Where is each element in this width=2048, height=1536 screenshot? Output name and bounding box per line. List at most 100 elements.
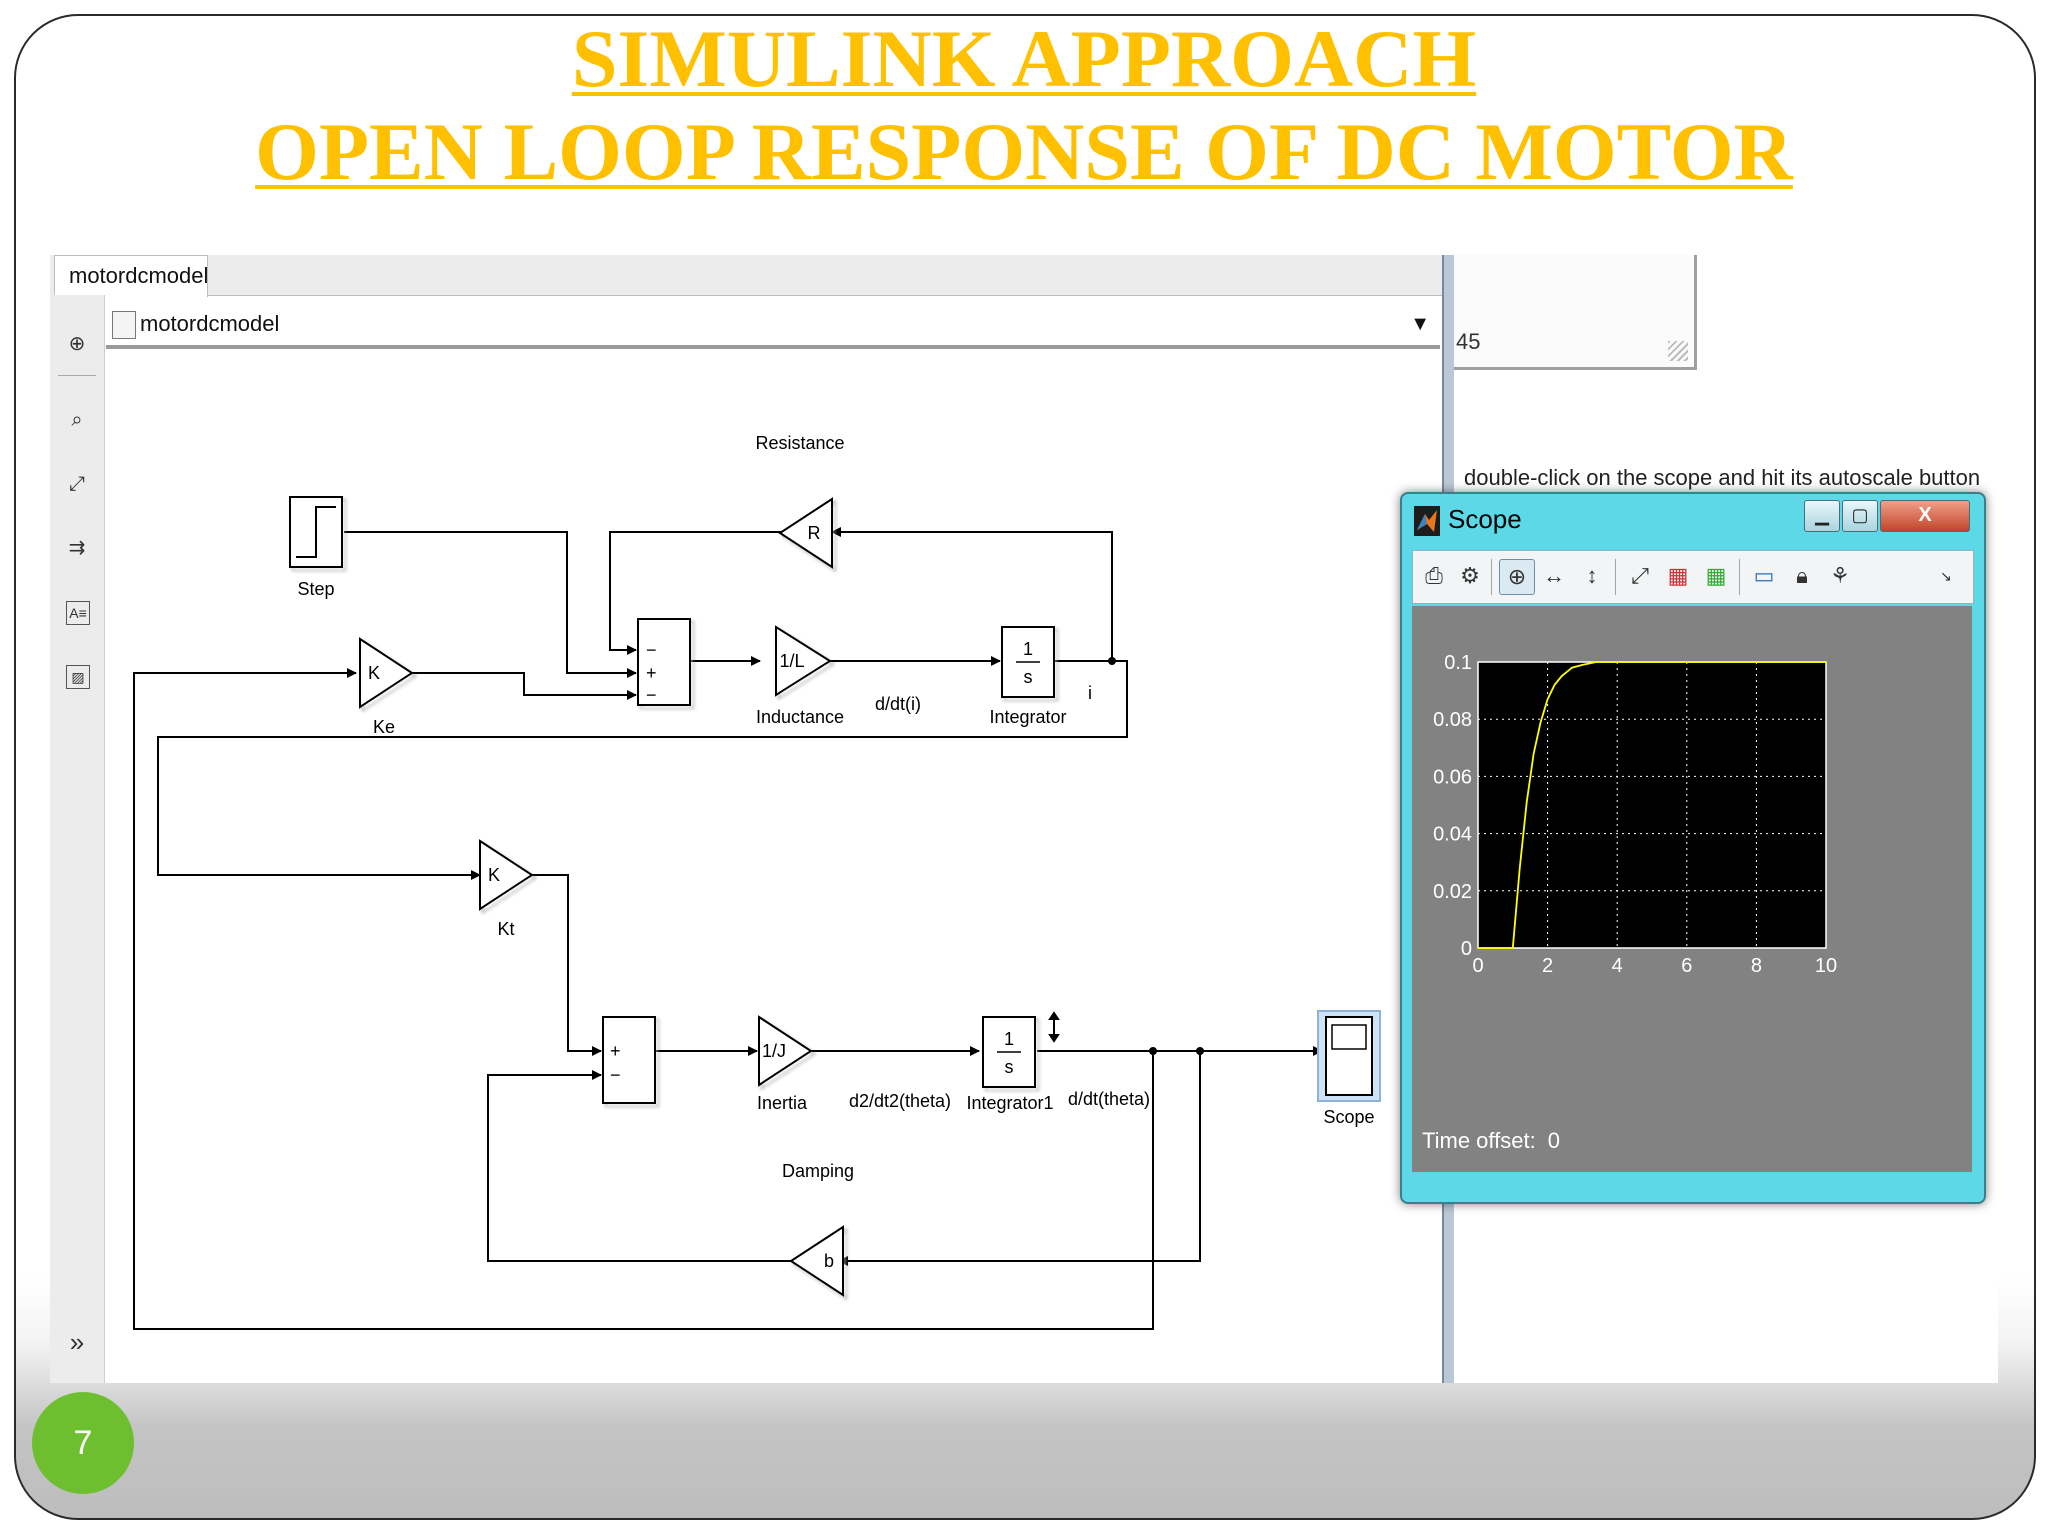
kt-gain-block[interactable] [479, 839, 534, 911]
fit-icon[interactable]: ⤢ [69, 473, 85, 495]
resistance-gain-text: R [808, 523, 821, 543]
zoom-in-icon[interactable]: ⊕ [1499, 559, 1535, 595]
toolbar-separator [1615, 559, 1616, 595]
autoscale-icon[interactable]: ⤢ [1631, 563, 1649, 588]
plot-background [1477, 661, 1827, 949]
back-icon[interactable]: ⊕ [68, 333, 86, 355]
address-text: motordcmodel [140, 311, 280, 336]
y-tick-label: 0.04 [1433, 824, 1472, 846]
inductance-label: Inductance [756, 707, 844, 727]
kt-gain-text: K [488, 865, 500, 885]
close-button[interactable]: X [1880, 500, 1970, 532]
y-tick-label: 0.06 [1433, 766, 1472, 788]
scope-block[interactable] [1317, 1010, 1381, 1102]
toolbar-divider [58, 375, 96, 376]
integrator1-block[interactable] [982, 1016, 1036, 1088]
minimize-button[interactable]: ▁ [1804, 500, 1840, 532]
toolbar-separator [1739, 559, 1740, 595]
x-tick-label: 6 [1681, 955, 1692, 977]
tab-motordcmodel[interactable]: motordcmodel [54, 255, 208, 297]
ke-gain-block[interactable] [359, 637, 414, 709]
scope-toolbar: ⎙ ⚙ ⊕ ↔ ↕ ⤢ ▦ ▦ ▭ 🔒︎ ⚘ ↘ [1412, 550, 1974, 604]
inductance-gain-text: 1/L [779, 651, 804, 671]
address-bar[interactable]: motordcmodel ▼ [106, 305, 1440, 349]
d2theta-signal-label: d2/dt2(theta) [849, 1091, 951, 1111]
damping-gain-text: b [824, 1251, 834, 1271]
integrator1-num: 1 [1004, 1029, 1014, 1049]
damping-label: Damping [782, 1161, 854, 1181]
chevron-down-icon[interactable]: ▼ [1410, 313, 1430, 335]
branch-points [1108, 657, 1204, 1055]
time-offset: Time offset: 0 [1422, 1128, 1560, 1154]
zoom-y-icon[interactable]: ↕ [1586, 563, 1598, 588]
route-icon[interactable]: ⇉ [68, 537, 86, 559]
toolbar-separator [1491, 559, 1492, 595]
resize-cursor-icon [1048, 1011, 1060, 1043]
scope-block-label: Scope [1323, 1107, 1374, 1127]
editor-side-toolbar: ⊕ ⌕ ⤢ ⇉ A≡ ▨ » [50, 295, 105, 1383]
lock-icon[interactable]: 🔒︎ [1796, 563, 1808, 588]
right-pane-number: 45 [1456, 329, 1481, 354]
ke-gain-text: K [368, 663, 380, 683]
sum2-block[interactable] [602, 1016, 656, 1104]
y-tick-label: 0.02 [1433, 881, 1472, 903]
integrator-label: Integrator [989, 707, 1066, 727]
x-tick-label: 4 [1612, 955, 1623, 977]
right-pane-panel: 45 [1454, 255, 1697, 370]
editor-tabbar: motordcmodel [50, 255, 1442, 297]
integrator-block[interactable] [1001, 626, 1055, 698]
image-icon[interactable]: ▨ [66, 665, 90, 689]
kt-label: Kt [497, 919, 514, 939]
zoom-x-icon[interactable]: ↔ [1543, 563, 1565, 588]
sum2-sign-1: + [610, 1041, 621, 1061]
y-tick-label: 0.08 [1433, 709, 1472, 731]
ke-label: Ke [373, 717, 395, 737]
sum1-sign-1: − [646, 640, 657, 660]
zoom-icon[interactable]: ⌕ [71, 409, 83, 431]
scope-window-title: Scope [1448, 504, 1522, 534]
resistance-gain-block[interactable] [778, 497, 833, 569]
didt-signal-label: d/dt(i) [875, 694, 921, 714]
annotation-icon[interactable]: A≡ [66, 601, 90, 625]
dock-arrow-icon[interactable]: ↘ [1940, 568, 1952, 584]
model-canvas: Step Resistance R K Ke − + − 1/L Inducta… [133, 433, 1381, 1330]
expand-icon[interactable]: » [69, 1327, 85, 1357]
inertia-gain-block[interactable] [758, 1015, 813, 1087]
maximize-button[interactable]: ▢ [1842, 500, 1878, 532]
step-block[interactable] [289, 496, 343, 568]
print-icon[interactable]: ⎙ [1425, 563, 1443, 588]
restore-axes-icon[interactable]: ▦ [1705, 563, 1727, 588]
save-axes-icon[interactable]: ▦ [1667, 563, 1689, 588]
time-offset-label: Time offset: [1422, 1128, 1536, 1153]
slide-title-line2: OPEN LOOP RESPONSE OF DC MOTOR [255, 106, 1793, 197]
integrator-num: 1 [1023, 639, 1033, 659]
inertia-gain-text: 1/J [762, 1041, 786, 1061]
sum2-sign-2: − [610, 1065, 621, 1085]
instruction-note: double-click on the scope and hit its au… [1464, 465, 1981, 490]
resistance-label: Resistance [755, 433, 844, 453]
matlab-logo-icon [1414, 506, 1440, 536]
sum1-sign-3: − [646, 685, 657, 705]
model-file-icon [112, 311, 136, 339]
params-icon[interactable]: ⚙ [1460, 563, 1480, 588]
sum1-block[interactable] [637, 618, 691, 706]
step-response-line [1478, 661, 1826, 949]
floating-scope-icon[interactable]: ▭ [1753, 563, 1775, 588]
inertia-label: Inertia [757, 1093, 808, 1113]
integrator1-label: Integrator1 [966, 1093, 1053, 1113]
resize-grip-icon[interactable] [1668, 341, 1688, 361]
signal-select-icon[interactable]: ⚘ [1830, 563, 1850, 588]
time-offset-value: 0 [1547, 1128, 1560, 1153]
x-tick-label: 0 [1472, 955, 1483, 977]
damping-gain-block[interactable] [789, 1225, 844, 1297]
x-tick-label: 10 [1815, 955, 1837, 977]
step-label: Step [297, 579, 334, 599]
i-signal-label: i [1088, 683, 1092, 703]
dtheta-signal-label: d/dt(theta) [1068, 1089, 1150, 1109]
sum1-sign-2: + [646, 663, 657, 683]
integrator1-den: s [1005, 1057, 1014, 1077]
inductance-gain-block[interactable] [775, 625, 832, 697]
